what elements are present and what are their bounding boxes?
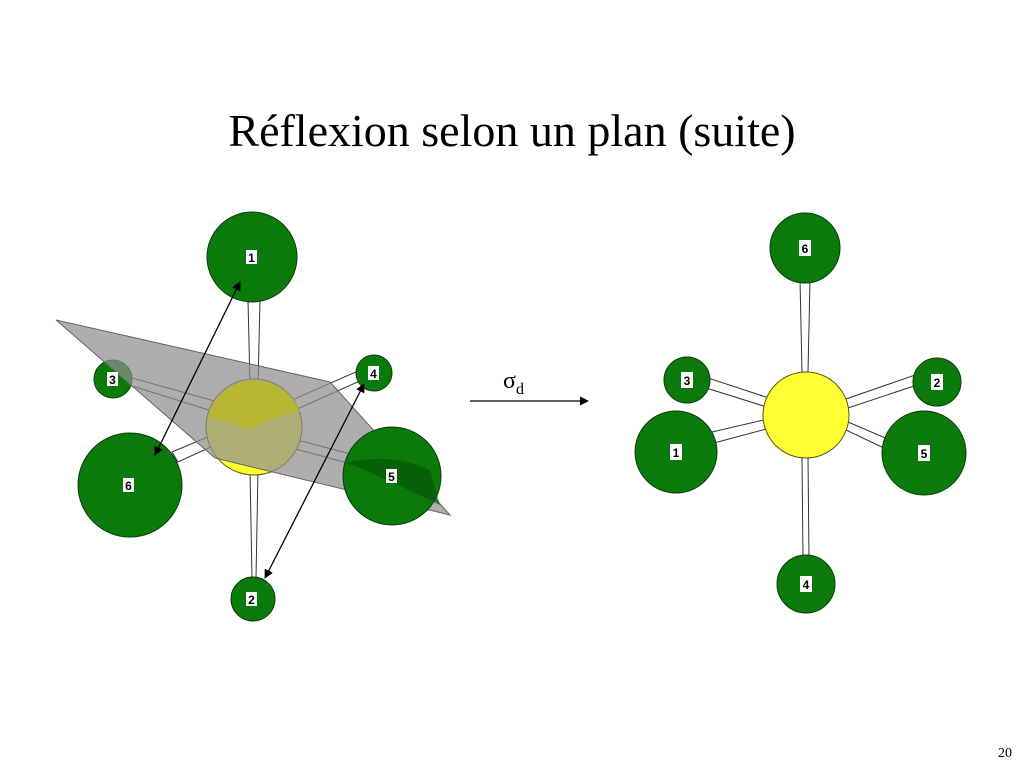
right-label-lower-right: 5 — [921, 447, 928, 461]
left-labels: 1 2 3 4 5 6 — [107, 250, 397, 607]
bond-right-upper-left — [702, 376, 773, 409]
left-label-5: 5 — [388, 470, 395, 484]
right-molecule: 6 3 2 1 5 4 — [634, 212, 967, 614]
arrow-exchange-1-6 — [154, 281, 241, 456]
bond-right-upper-right — [845, 374, 918, 409]
symmetry-operation-label: σd — [503, 368, 524, 399]
bond-left-2 — [249, 469, 259, 579]
right-label-bottom: 4 — [803, 578, 810, 592]
bond-right-lower-left — [711, 418, 771, 444]
right-label-lower-left: 1 — [673, 446, 680, 460]
left-label-4: 4 — [370, 367, 377, 381]
left-label-3: 3 — [109, 373, 116, 387]
right-label-upper-left: 3 — [684, 374, 691, 388]
bond-right-bottom — [801, 457, 810, 559]
right-label-top: 6 — [802, 242, 809, 256]
slide-title: Réflexion selon un plan (suite) — [228, 105, 796, 156]
operation-symbol: σ — [503, 368, 516, 394]
right-labels: 6 3 2 1 5 4 — [670, 240, 943, 592]
arrow-exchange-2-4 — [264, 383, 365, 579]
bond-right-top — [799, 279, 811, 373]
right-label-upper-right: 2 — [934, 376, 941, 390]
left-label-1: 1 — [248, 251, 255, 265]
left-molecule: 1 2 3 4 5 6 — [55, 211, 452, 622]
left-label-6: 6 — [125, 479, 132, 493]
left-label-2: 2 — [248, 593, 255, 607]
operation-subscript: d — [515, 380, 524, 398]
page-number: 20 — [998, 746, 1012, 761]
right-central-atom — [762, 371, 850, 459]
